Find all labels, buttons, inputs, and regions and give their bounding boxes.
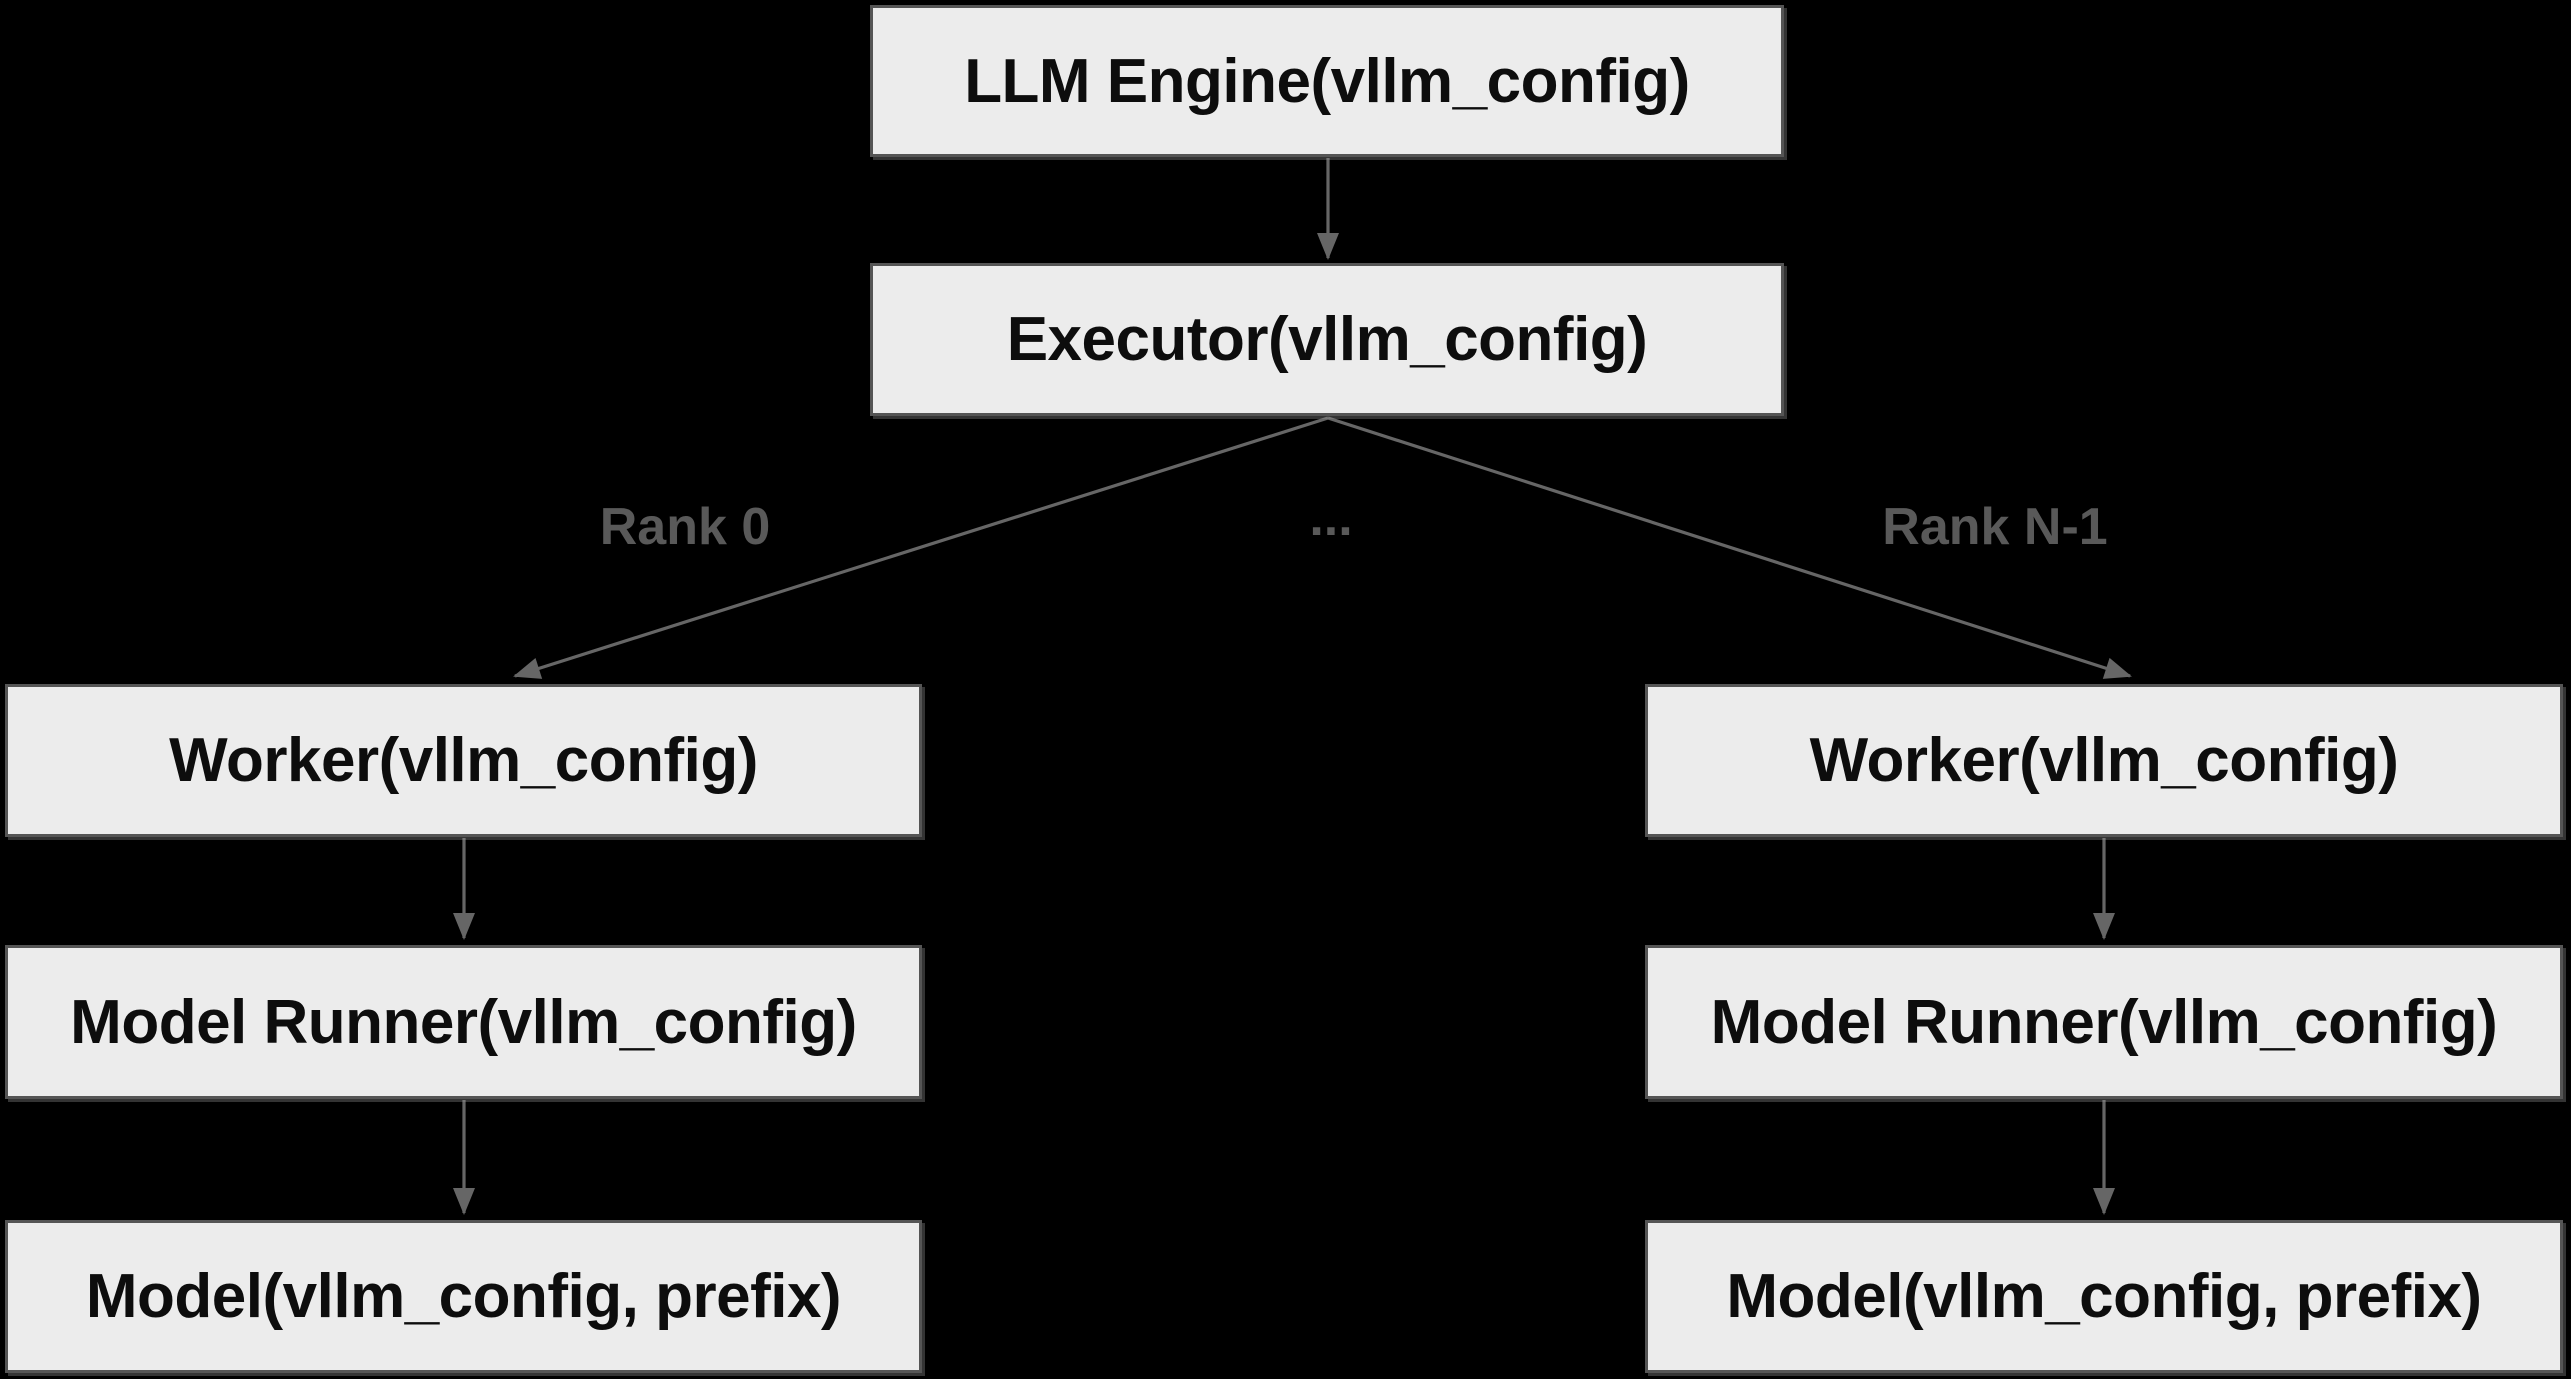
node-model-rank0: Model(vllm_config, prefix) [5, 1220, 922, 1373]
edge-label-ellipsis: ... [1309, 489, 1353, 547]
edge-label-rank-0: Rank 0 [599, 498, 771, 556]
node-model-runner-rank0-label: Model Runner(vllm_config) [70, 987, 857, 1057]
edge-executor-to-worker-rankn [1327, 416, 2132, 679]
node-worker-rank0-label: Worker(vllm_config) [169, 726, 758, 795]
node-model-runner-rank0: Model Runner(vllm_config) [5, 945, 922, 1099]
node-model-runner-rankn-label: Model Runner(vllm_config) [1710, 987, 2498, 1057]
node-model-runner-rankn: Model Runner(vllm_config) [1645, 945, 2563, 1099]
node-llm-engine-label: LLM Engine(vllm_config) [964, 46, 1690, 116]
node-worker-rankn: Worker(vllm_config) [1645, 684, 2563, 837]
node-executor-label: Executor(vllm_config) [1006, 305, 1648, 374]
node-model-rankn: Model(vllm_config, prefix) [1645, 1220, 2563, 1373]
node-worker-rank0: Worker(vllm_config) [5, 684, 922, 837]
edge-label-rank-n-1: Rank N-1 [1882, 498, 2108, 556]
node-llm-engine: LLM Engine(vllm_config) [870, 5, 1784, 157]
edge-executor-to-worker-rank0 [513, 416, 1329, 679]
node-executor: Executor(vllm_config) [870, 263, 1784, 416]
node-worker-rankn-label: Worker(vllm_config) [1809, 726, 2399, 795]
node-model-rankn-label: Model(vllm_config, prefix) [1726, 1262, 2482, 1331]
node-model-rank0-label: Model(vllm_config, prefix) [85, 1262, 842, 1331]
